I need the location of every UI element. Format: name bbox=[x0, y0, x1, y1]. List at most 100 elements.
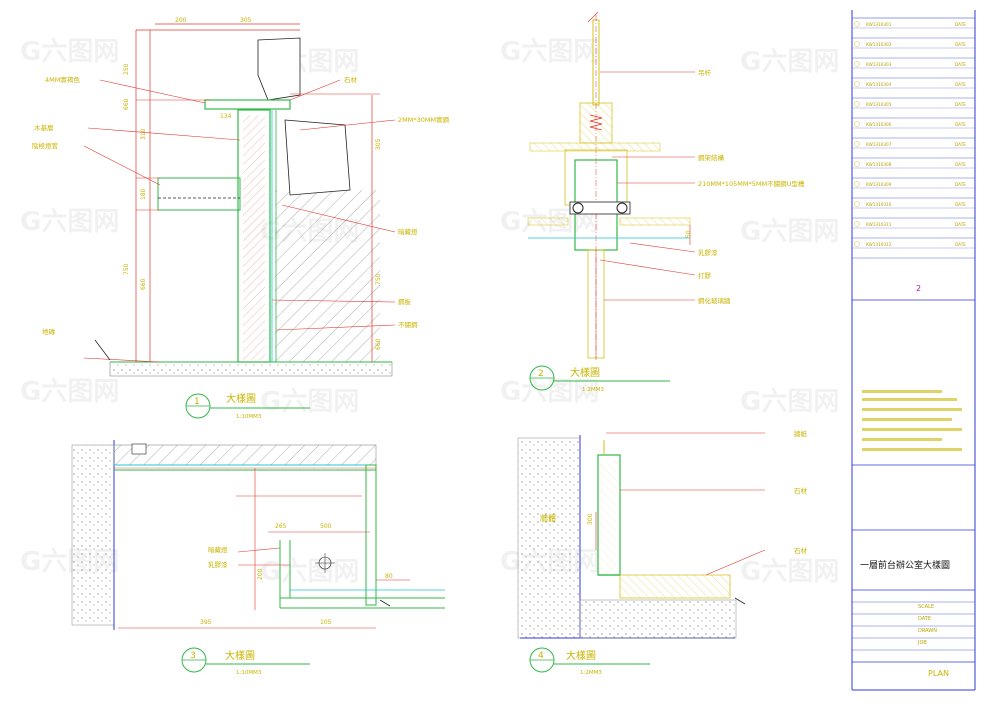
label-3a: 暗藏燈 bbox=[208, 545, 228, 554]
floor-slab-4 bbox=[579, 599, 737, 639]
revision-date: DATE bbox=[955, 222, 966, 227]
revision-code: KW1310302 bbox=[866, 42, 892, 47]
dim-1c: 250 bbox=[123, 63, 130, 75]
detail-scale-2: 1:2MM3 bbox=[582, 387, 604, 393]
detail-title-4: 大樣圖 bbox=[566, 649, 596, 662]
detail-number-4: 4 bbox=[538, 651, 544, 661]
revision-marker bbox=[854, 121, 860, 127]
svg-text:G六图网: G六图网 bbox=[740, 47, 839, 77]
svg-text:G六图网: G六图网 bbox=[740, 217, 839, 247]
label-4c: 石材 bbox=[794, 546, 808, 555]
svg-text:G六图网: G六图网 bbox=[740, 387, 839, 417]
revision-marker bbox=[854, 141, 860, 147]
label-1e: 2MM*30MM實鋼 bbox=[398, 115, 450, 124]
revision-marker bbox=[854, 201, 860, 207]
notes-block bbox=[862, 390, 962, 451]
detail-title-1: 大樣圖 bbox=[226, 392, 256, 405]
label-4a: 牆紙 bbox=[794, 429, 808, 438]
detail-1: 4MM實褐色 石材 木基層 陰極燈管 2MM*30MM實鋼 暗藏燈 鋼板 不鏽鋼… bbox=[32, 17, 450, 420]
revision-date: DATE bbox=[955, 202, 966, 207]
dim-1f: 660 bbox=[140, 278, 147, 290]
plan-label: PLAN bbox=[928, 669, 949, 678]
label-4d: 牆體 bbox=[540, 513, 556, 523]
revision-marker bbox=[854, 101, 860, 107]
svg-text:G六图网: G六图网 bbox=[260, 557, 359, 587]
dim-3f: 80 bbox=[385, 573, 393, 580]
revision-code: KW1310305 bbox=[866, 102, 892, 107]
revision-marker bbox=[854, 61, 860, 67]
wall-hatch bbox=[275, 190, 380, 362]
revision-date: DATE bbox=[955, 122, 966, 127]
detail-title-2: 大樣圖 bbox=[570, 366, 600, 379]
label-1h: 不鏽鋼 bbox=[398, 320, 418, 329]
stone-mid bbox=[284, 119, 351, 196]
dim-4a: 300 bbox=[587, 513, 594, 525]
bolt bbox=[569, 201, 631, 215]
detail-number-1: 1 bbox=[194, 397, 200, 407]
svg-text:G六图网: G六图网 bbox=[500, 377, 599, 407]
side-panel bbox=[365, 464, 377, 606]
svg-text:G六图网: G六图网 bbox=[20, 377, 119, 407]
revision-date: DATE bbox=[955, 22, 966, 27]
revision-code: KW1310309 bbox=[866, 182, 892, 187]
label-2d: 乳膠漆 bbox=[698, 248, 718, 257]
revision-date: DATE bbox=[955, 162, 966, 167]
revision-date: DATE bbox=[955, 62, 966, 67]
dim-1b: 305 bbox=[240, 17, 252, 24]
revision-date: DATE bbox=[955, 82, 966, 87]
revision-date: DATE bbox=[955, 102, 966, 107]
label-1f: 暗藏燈 bbox=[398, 227, 418, 236]
revision-marker bbox=[854, 221, 860, 227]
sheet-number: 2 bbox=[916, 284, 921, 293]
spring bbox=[589, 114, 603, 131]
revision-code: KW1310308 bbox=[866, 162, 892, 167]
label-1i: 地磚 bbox=[42, 327, 56, 336]
detail-scale-1: 1:10MM3 bbox=[236, 414, 262, 420]
dim-1a: 200 bbox=[175, 17, 187, 24]
dim-1j: 134 bbox=[220, 113, 232, 120]
top-slab bbox=[113, 444, 377, 466]
revision-code: KW1310307 bbox=[866, 142, 892, 147]
svg-text:G六图网: G六图网 bbox=[260, 387, 359, 417]
revision-date: DATE bbox=[955, 242, 966, 247]
cabinet-panel bbox=[237, 109, 271, 363]
wall-body bbox=[517, 437, 581, 639]
revision-code: KW1310306 bbox=[866, 122, 892, 127]
label-1b: 石材 bbox=[344, 75, 358, 84]
revision-code: KW1310311 bbox=[866, 222, 892, 227]
revision-code: KW1310303 bbox=[866, 62, 892, 67]
label-1d: 陰極燈管 bbox=[32, 141, 59, 150]
label-1c: 木基層 bbox=[34, 123, 54, 132]
revision-marker bbox=[854, 41, 860, 47]
revision-code: KW1310312 bbox=[866, 242, 892, 247]
revision-date: DATE bbox=[955, 42, 966, 47]
revision-date: DATE bbox=[955, 182, 966, 187]
dim-1d: 660 bbox=[123, 98, 130, 110]
ceiling-left bbox=[527, 217, 569, 226]
dim-3c: 105 bbox=[320, 619, 332, 626]
ceiling-top bbox=[529, 142, 661, 152]
dim-3e: 265 bbox=[275, 523, 287, 530]
dim-1e: 310 bbox=[140, 128, 147, 140]
svg-text:G六图网: G六图网 bbox=[500, 37, 599, 67]
steel-frame bbox=[579, 102, 613, 144]
label-1g: 鋼板 bbox=[398, 297, 412, 306]
dim-2a: 50 bbox=[685, 230, 692, 238]
dim-1h: 305 bbox=[375, 138, 382, 150]
revision-date: DATE bbox=[955, 142, 966, 147]
revision-marker bbox=[854, 21, 860, 27]
ceiling-right bbox=[619, 217, 691, 226]
svg-text:G六图网: G六图网 bbox=[20, 37, 119, 67]
label-4b: 石材 bbox=[794, 486, 808, 495]
drawing-title: 一層前台辦公室大樣圖 bbox=[860, 559, 950, 571]
dim-1g: 750 bbox=[123, 263, 130, 275]
floor-slab bbox=[109, 361, 393, 377]
revision-code: KW1310310 bbox=[866, 202, 892, 207]
detail-number-2: 2 bbox=[538, 369, 544, 379]
scale-label: SCALE bbox=[918, 604, 934, 610]
revision-marker bbox=[854, 161, 860, 167]
stone-horizontal bbox=[619, 574, 731, 599]
